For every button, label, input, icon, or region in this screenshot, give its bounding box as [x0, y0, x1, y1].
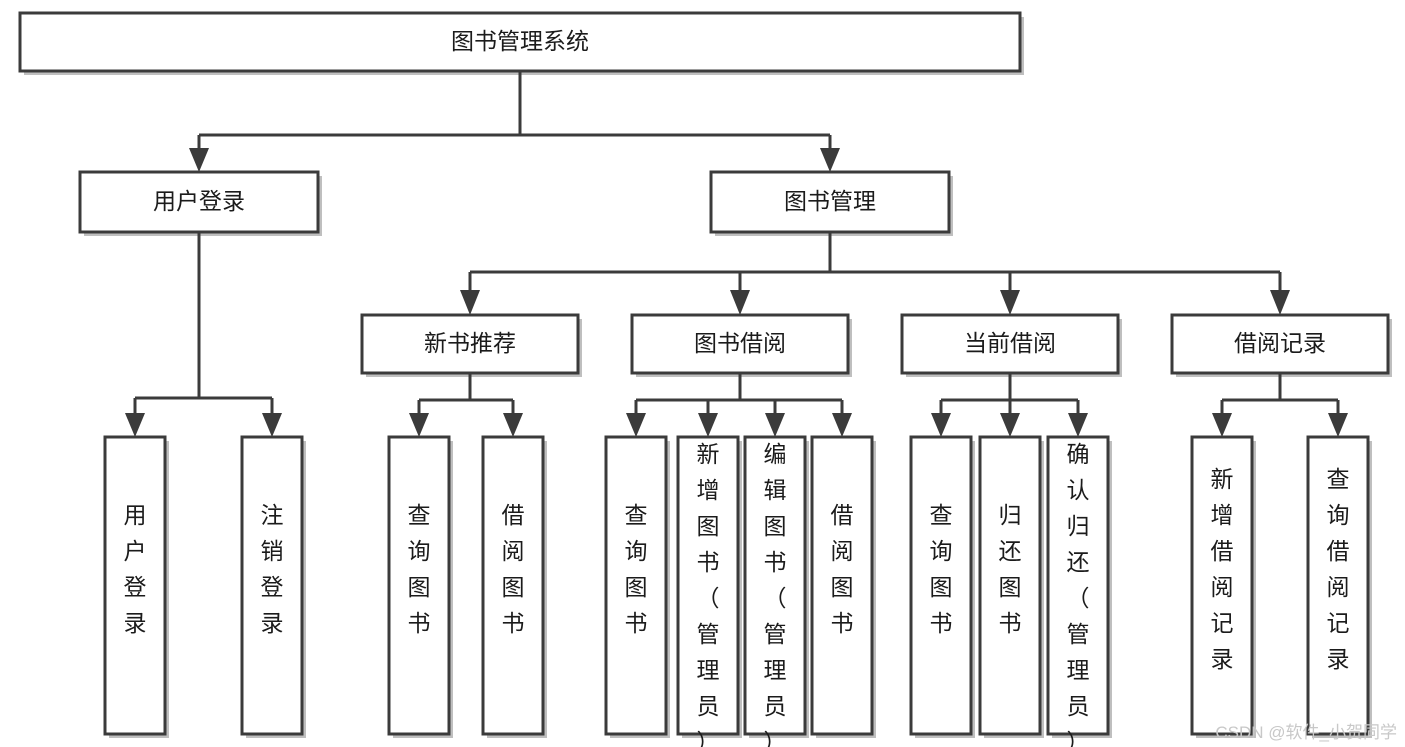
leaf-borrow-borrow-book[interactable]: 借阅图书	[810, 435, 876, 738]
node-book-management[interactable]: 图书管理	[709, 170, 953, 236]
node-current-borrow[interactable]: 当前借阅	[900, 313, 1122, 377]
leaf-borrow-edit-book[interactable]: 编辑图书（管理员）	[743, 435, 809, 747]
node-user-login-label: 用户登录	[153, 188, 245, 214]
node-new-book-recommend[interactable]: 新书推荐	[360, 313, 582, 377]
node-root-label: 图书管理系统	[451, 28, 589, 54]
edges-book-management-to-level3	[460, 232, 1290, 315]
leaf-logout-label: 注销登录	[261, 502, 284, 636]
edges-user-login-to-leaves	[125, 232, 282, 437]
leaf-record-add-label: 新增借阅记录	[1211, 466, 1234, 672]
node-borrow-record-label: 借阅记录	[1234, 330, 1326, 356]
edges-book-borrow-to-leaves	[626, 373, 852, 437]
leaf-borrow-add-book[interactable]: 新增图书（管理员）	[676, 435, 742, 747]
leaf-borrow-query-book[interactable]: 查询图书	[604, 435, 670, 738]
leaf-recommend-query-book[interactable]: 查询图书	[387, 435, 453, 738]
leaf-recommend-query-book-label: 查询图书	[408, 502, 431, 636]
leaf-current-return-book-label: 归还图书	[999, 502, 1022, 636]
node-user-login[interactable]: 用户登录	[78, 170, 322, 236]
leaf-user-login[interactable]: 用户登录	[103, 435, 169, 738]
leaf-record-add[interactable]: 新增借阅记录	[1190, 435, 1256, 738]
leaf-borrow-add-book-label: 新增图书（管理员）	[697, 441, 720, 747]
node-book-management-label: 图书管理	[784, 188, 876, 214]
leaf-recommend-borrow-book[interactable]: 借阅图书	[481, 435, 547, 738]
leaf-record-query-label: 查询借阅记录	[1327, 466, 1350, 672]
leaf-current-confirm-return-label: 确认归还（管理员）	[1067, 441, 1090, 747]
leaf-current-confirm-return[interactable]: 确认归还（管理员）	[1046, 435, 1112, 747]
node-new-book-recommend-label: 新书推荐	[424, 330, 516, 356]
node-book-borrow[interactable]: 图书借阅	[630, 313, 852, 377]
leaf-recommend-borrow-book-label: 借阅图书	[502, 502, 525, 636]
leaf-borrow-edit-book-label: 编辑图书（管理员）	[764, 441, 787, 747]
edges-new-book-recommend-to-leaves	[409, 373, 523, 437]
leaf-logout[interactable]: 注销登录	[240, 435, 306, 738]
edges-borrow-record-to-leaves	[1212, 373, 1348, 437]
node-current-borrow-label: 当前借阅	[964, 330, 1056, 356]
node-borrow-record[interactable]: 借阅记录	[1170, 313, 1392, 377]
leaf-user-login-label: 用户登录	[124, 502, 147, 636]
leaf-current-return-book[interactable]: 归还图书	[978, 435, 1044, 738]
leaf-record-query[interactable]: 查询借阅记录	[1306, 435, 1372, 738]
leaf-borrow-borrow-book-label: 借阅图书	[831, 502, 854, 636]
node-root[interactable]: 图书管理系统	[18, 11, 1024, 75]
leaf-current-query-book[interactable]: 查询图书	[909, 435, 975, 738]
leaf-current-query-book-label: 查询图书	[930, 502, 953, 636]
leaf-borrow-query-book-label: 查询图书	[625, 502, 648, 636]
node-book-borrow-label: 图书借阅	[694, 330, 786, 356]
csdn-watermark: CSDN @软件_小贺同学	[1215, 723, 1397, 742]
edges-current-borrow-to-leaves	[931, 373, 1088, 437]
edges-root-to-level2	[189, 71, 840, 172]
